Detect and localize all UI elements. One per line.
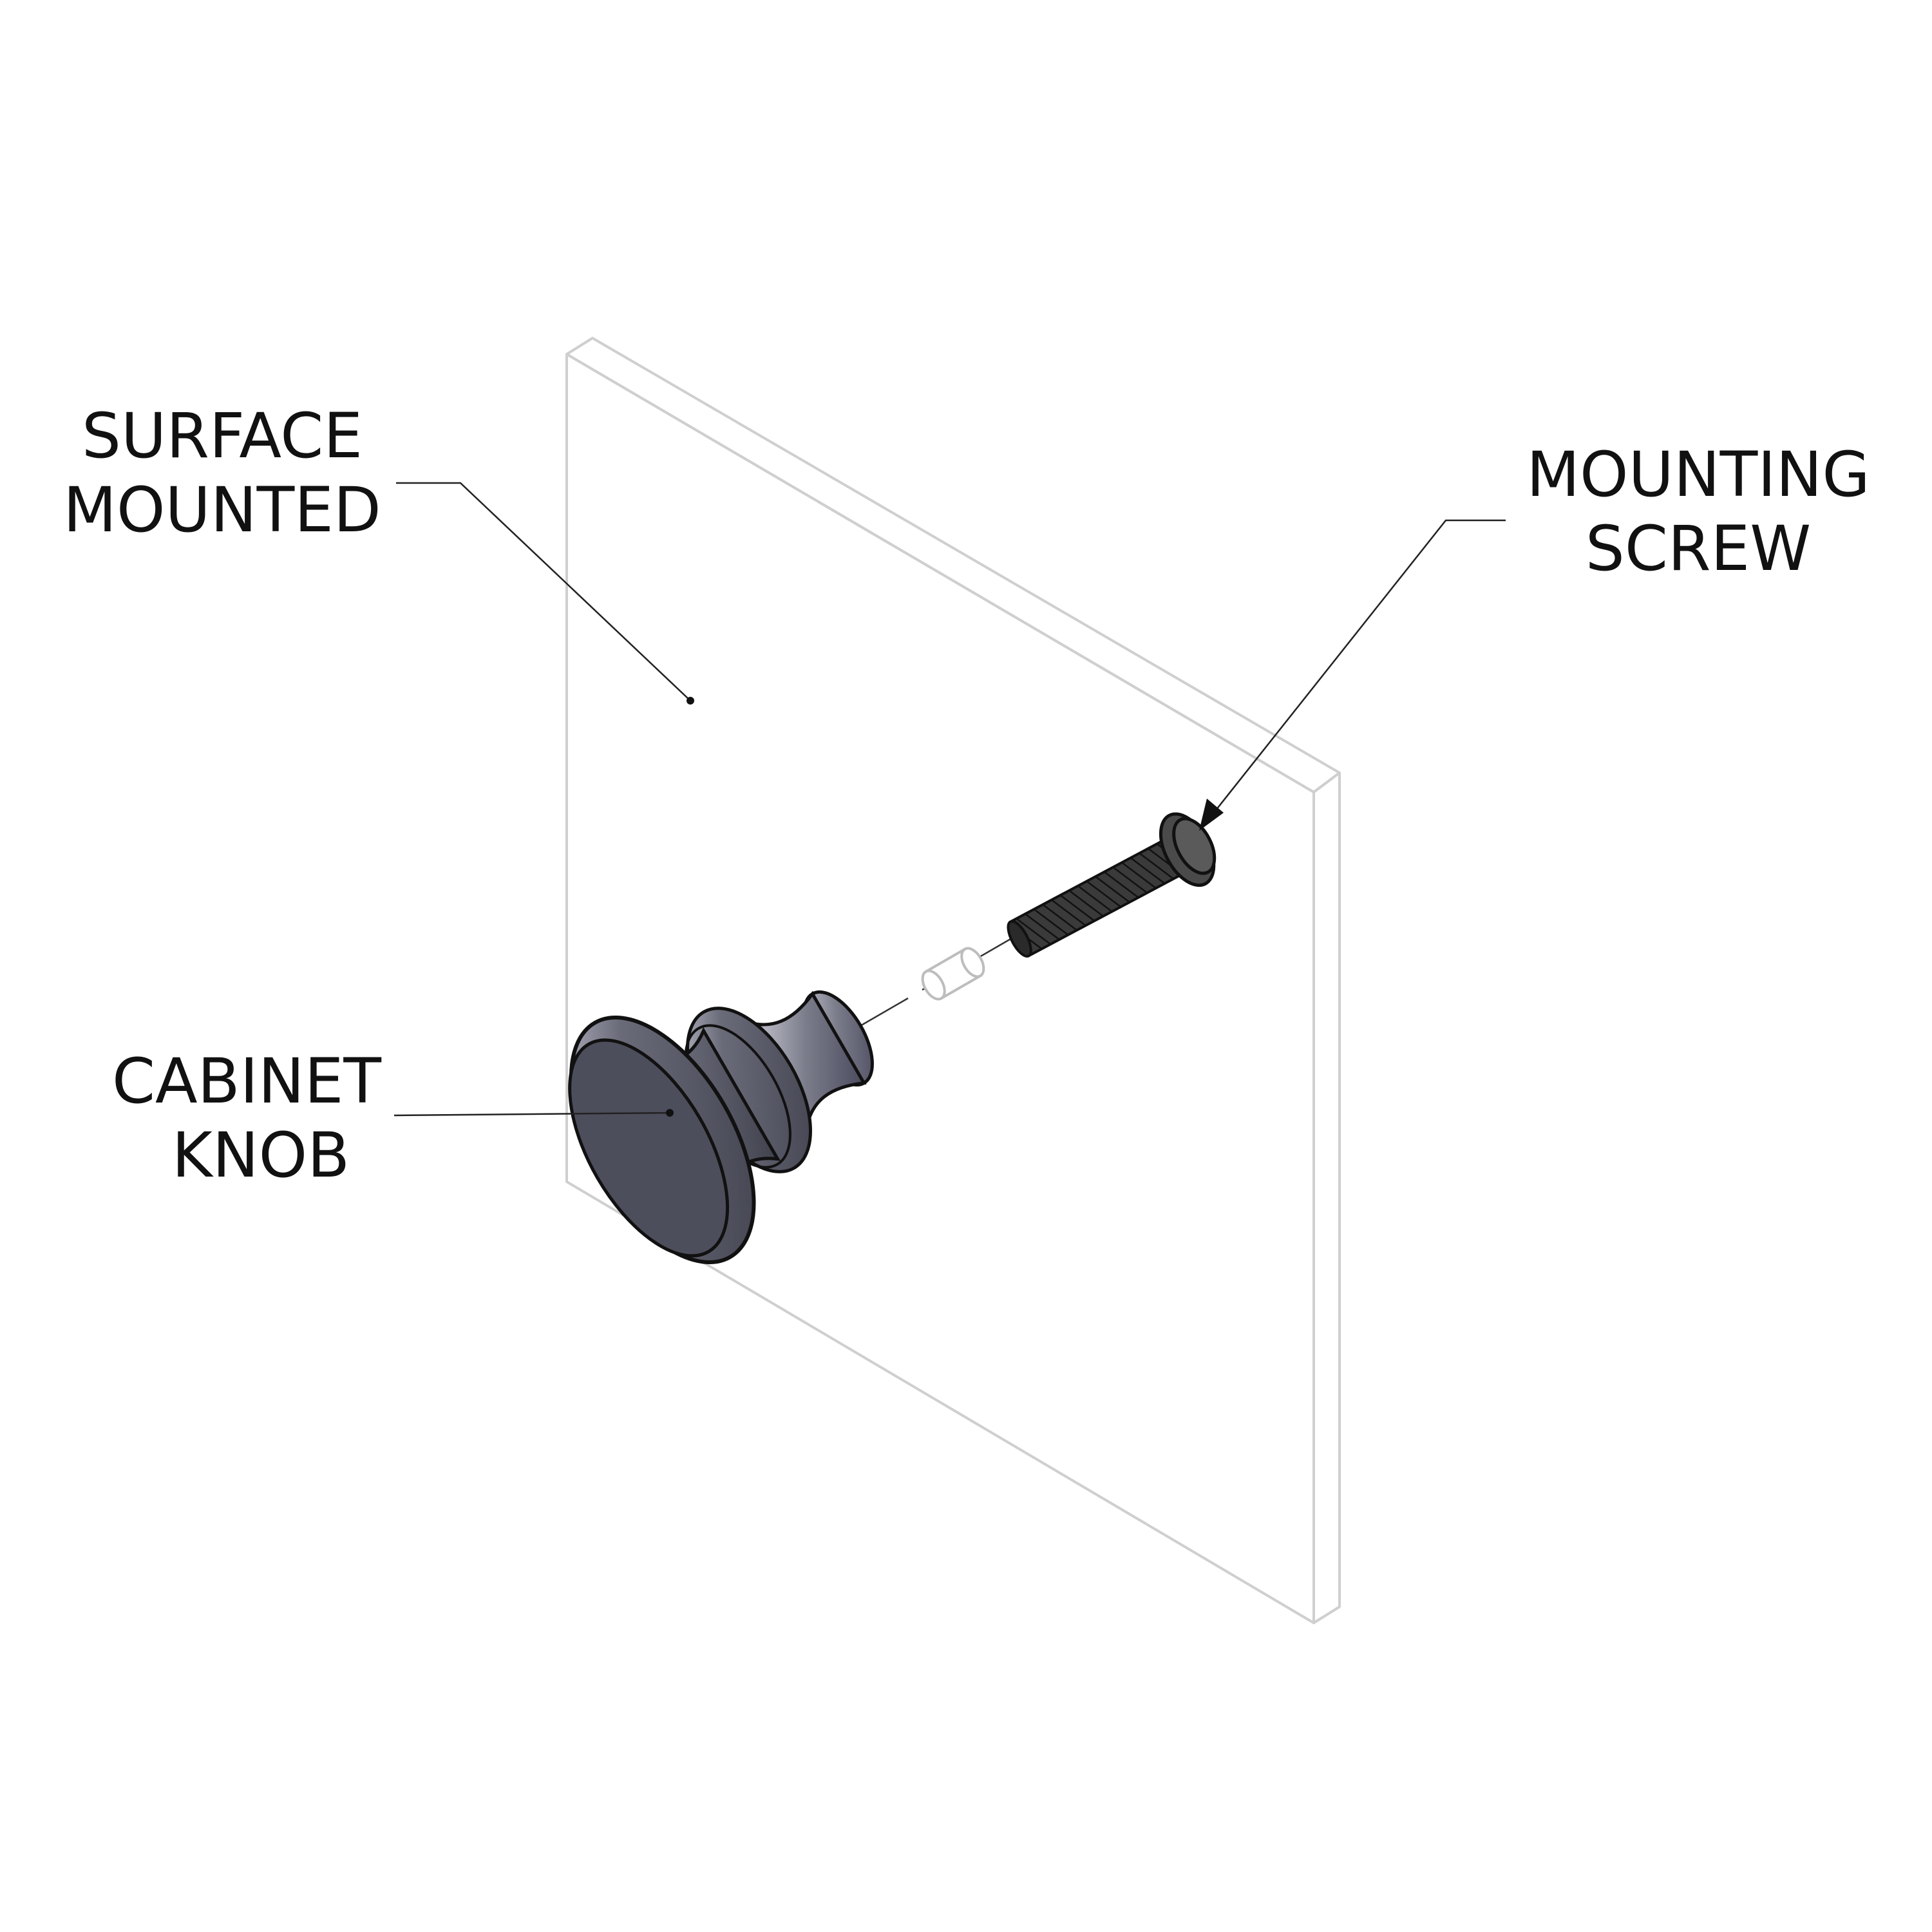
mounting-screw-arrowhead bbox=[1199, 799, 1224, 831]
knob-cap-face bbox=[568, 1038, 730, 1258]
callout-cabinet-knob: CABINET KNOB bbox=[112, 1045, 674, 1191]
screw-head bbox=[1172, 817, 1217, 875]
knob-stem bbox=[738, 990, 867, 1137]
surface-mounted-label-line1: SURFACE bbox=[82, 400, 363, 472]
screw-tip bbox=[1007, 920, 1032, 958]
surface-mounted-label-line2: MOUNTED bbox=[63, 474, 381, 546]
cabinet-knob-label-line2: KNOB bbox=[172, 1119, 350, 1191]
panel-hole-sleeve bbox=[921, 947, 985, 1001]
panel-top-edge bbox=[565, 337, 1341, 793]
callout-mounting-screw: MOUNTING SCREW bbox=[1199, 439, 1870, 831]
cabinet-knob bbox=[568, 990, 874, 1264]
mounting-screw-leader bbox=[1215, 519, 1506, 811]
mounting-screw-label-line1: MOUNTING bbox=[1526, 439, 1870, 511]
mounting-screw-label-line2: SCREW bbox=[1586, 513, 1811, 585]
cabinet-knob-label-line1: CABINET bbox=[112, 1045, 381, 1117]
callout-surface-mounted: SURFACE MOUNTED bbox=[63, 400, 694, 705]
cabinet-knob-leader-dot bbox=[666, 1109, 674, 1117]
surface-mounted-leader-dot bbox=[687, 697, 694, 705]
panel-side-edge bbox=[1312, 772, 1341, 1624]
cabinet-panel bbox=[565, 337, 1341, 1624]
mounting-screw bbox=[1007, 812, 1217, 958]
cabinet-knob-leader bbox=[393, 1112, 670, 1117]
surface-mounted-leader bbox=[396, 482, 691, 701]
